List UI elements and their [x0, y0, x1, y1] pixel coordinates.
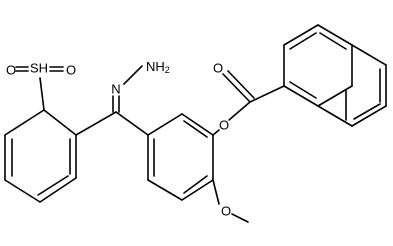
- ring-b-inner-1: [183, 120, 208, 138]
- ring-a-bond-6: [4, 109, 45, 136]
- ring-a-bond-4: [4, 179, 41, 203]
- n-nh2-bond: [123, 65, 143, 85]
- carbonyl-double-a: [222, 73, 251, 103]
- ring-to-o-ester: [212, 129, 220, 136]
- naph-2-inner-2: [353, 103, 381, 120]
- naph-1-bond-2: [283, 24, 319, 46]
- atom-label-layer: O SH O NH2 N O O O: [6, 59, 231, 219]
- ring-b-bond-5: [147, 179, 183, 201]
- atom-label-o-methoxy: O: [221, 204, 231, 219]
- atom-label-nh2: NH2: [146, 59, 170, 76]
- atom-label-o-sulfonyl-left: O: [6, 63, 16, 78]
- atom-label-o-carbonyl: O: [213, 61, 223, 76]
- naph-1-bond-5: [317, 85, 353, 107]
- o-methoxy-to-ch3: [231, 213, 249, 223]
- bond-layer: [4, 24, 387, 223]
- naph-2-bond-1: [351, 44, 387, 66]
- atom-label-sh: SH: [30, 61, 48, 76]
- ring-a-bond-3: [39, 177, 77, 203]
- naph-2-bond-4: [317, 105, 353, 127]
- naph-1-bond-6: [283, 85, 319, 107]
- ring-a-bond-1: [43, 109, 77, 136]
- o-ester-to-c: [228, 101, 251, 121]
- naph-1-inner-3: [289, 81, 317, 99]
- atom-label-o-ester: O: [219, 118, 229, 133]
- naph-1-bond-3: [317, 24, 353, 46]
- ring-a-inner-3: [37, 175, 69, 196]
- ring-to-o-methoxy: [212, 179, 220, 205]
- s-ring-bond: [39, 77, 45, 111]
- naph-1-inner-2: [319, 32, 347, 50]
- atom-label-o-sulfonyl-right: O: [66, 63, 76, 78]
- c-to-naph: [249, 85, 285, 103]
- ring-b-inner-2: [183, 175, 208, 194]
- c-to-ring-b: [115, 111, 149, 136]
- ring-b-bond-2: [181, 113, 214, 136]
- ring-b-bond-1: [147, 113, 183, 136]
- ring-a-to-c: [75, 111, 117, 136]
- ring-b-bond-4: [181, 179, 214, 201]
- atom-label-n-hydrazone: N: [111, 82, 120, 97]
- naph-2-bond-3: [351, 105, 387, 127]
- naph-1-inner-1: [289, 32, 317, 50]
- carbonyl-double-b: [227, 70, 255, 99]
